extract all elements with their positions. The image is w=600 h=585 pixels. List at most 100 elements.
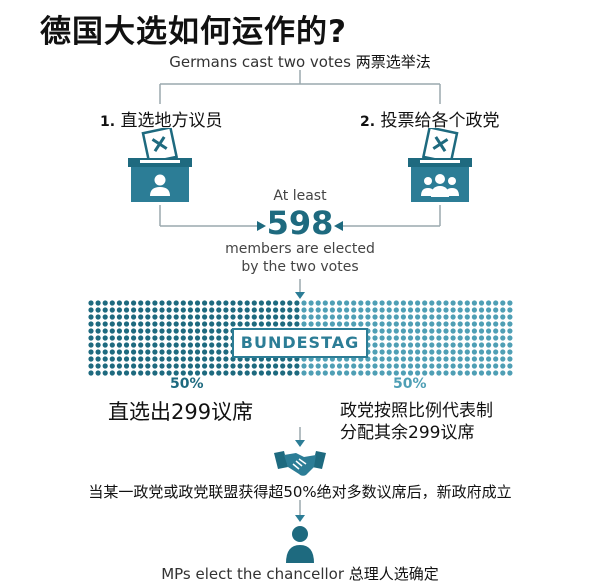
seat-dot: [258, 363, 264, 369]
cast-votes-caption: Germans cast two votes 两票选举法: [150, 51, 450, 72]
seat-dot: [407, 363, 414, 369]
seat-dot: [202, 349, 208, 355]
seat-dot: [443, 321, 449, 327]
seat-dot: [372, 356, 378, 362]
seat-dot: [258, 307, 264, 313]
seat-dot: [145, 328, 151, 334]
seat-dot: [464, 356, 470, 362]
seat-dot: [95, 314, 101, 320]
seat-dot: [187, 356, 193, 362]
seat-dot: [301, 321, 307, 327]
seat-dot: [187, 328, 193, 334]
seat-dot: [308, 370, 314, 376]
seat-dot: [379, 314, 385, 320]
seat-dot: [95, 328, 101, 334]
seat-dot: [379, 328, 385, 334]
seat-dot: [478, 328, 485, 334]
seat-dot: [486, 328, 492, 334]
seat-dot: [251, 307, 257, 313]
seat-dot: [209, 363, 215, 369]
seat-dot: [131, 314, 137, 320]
seat-total-number: 598: [266, 204, 334, 242]
seat-dot: [159, 300, 165, 306]
seat-dot: [372, 342, 378, 348]
seat-dot: [152, 342, 158, 348]
seat-dot: [258, 314, 264, 320]
seat-dot: [507, 328, 513, 334]
seat-dot: [273, 300, 279, 306]
seat-dot: [457, 370, 463, 376]
seat-dot: [365, 363, 371, 369]
seat-dot: [478, 363, 485, 369]
seat-dot: [88, 328, 94, 334]
direct-seats-label: 直选出299议席: [108, 400, 254, 424]
seat-dot: [365, 321, 371, 327]
seat-dot: [415, 321, 421, 327]
seat-dot: [116, 349, 122, 355]
seat-dot: [493, 349, 499, 355]
party-seats-line-2: 分配其余299议席: [340, 423, 475, 443]
seat-dot: [258, 321, 264, 327]
seat-dot: [194, 356, 201, 362]
seat-dot: [123, 321, 130, 327]
seat-dot: [258, 370, 264, 376]
seat-dot: [436, 321, 442, 327]
seat-dot: [507, 335, 513, 341]
seat-dot: [123, 370, 130, 376]
seat-dot: [351, 300, 357, 306]
seat-dot: [88, 370, 94, 376]
seat-dot: [230, 370, 236, 376]
seat-dot: [386, 342, 392, 348]
seat-dot: [415, 300, 421, 306]
seat-dot: [336, 363, 343, 369]
seat-dot: [507, 370, 513, 376]
seat-dot: [329, 370, 335, 376]
bundestag-label: BUNDESTAG: [232, 328, 368, 358]
seat-dot: [478, 335, 485, 341]
seat-dot: [308, 307, 314, 313]
seat-dot: [464, 335, 470, 341]
seat-dot: [95, 363, 101, 369]
seat-dot: [159, 342, 165, 348]
seat-dot: [287, 307, 293, 313]
seat-dot: [209, 300, 215, 306]
seat-dot: [251, 370, 257, 376]
seat-dot: [102, 363, 108, 369]
seat-dot: [88, 314, 94, 320]
seat-dot: [379, 370, 385, 376]
seat-dot: [486, 307, 492, 313]
seat-dot: [109, 356, 115, 362]
seat-dot: [95, 335, 101, 341]
seat-dot: [493, 370, 499, 376]
seat-dot: [237, 363, 243, 369]
seat-dot: [194, 349, 201, 355]
seat-dot: [294, 370, 300, 376]
seat-dot: [372, 321, 378, 327]
seat-dot: [159, 321, 165, 327]
seat-dot: [400, 300, 406, 306]
seat-dot: [471, 307, 477, 313]
seat-dot: [457, 363, 463, 369]
seat-dot: [145, 363, 151, 369]
seat-dot: [223, 300, 229, 306]
seat-dot: [471, 321, 477, 327]
seat-dot: [372, 370, 378, 376]
seat-dot: [173, 356, 179, 362]
seat-dot: [386, 321, 392, 327]
seat-dot: [194, 335, 201, 341]
seat-dot: [500, 300, 506, 306]
seat-dot: [301, 363, 307, 369]
seat-dot: [237, 314, 243, 320]
seat-dot: [351, 307, 357, 313]
seat-dot: [109, 335, 115, 341]
seat-dot: [422, 328, 428, 334]
seat-dot: [379, 300, 385, 306]
seat-dot: [443, 363, 449, 369]
seat-dot: [173, 342, 179, 348]
seat-dot: [194, 342, 201, 348]
seat-dot: [493, 300, 499, 306]
seat-dot: [202, 370, 208, 376]
seat-dot: [173, 363, 179, 369]
seat-dot: [123, 307, 130, 313]
seat-dot: [386, 335, 392, 341]
